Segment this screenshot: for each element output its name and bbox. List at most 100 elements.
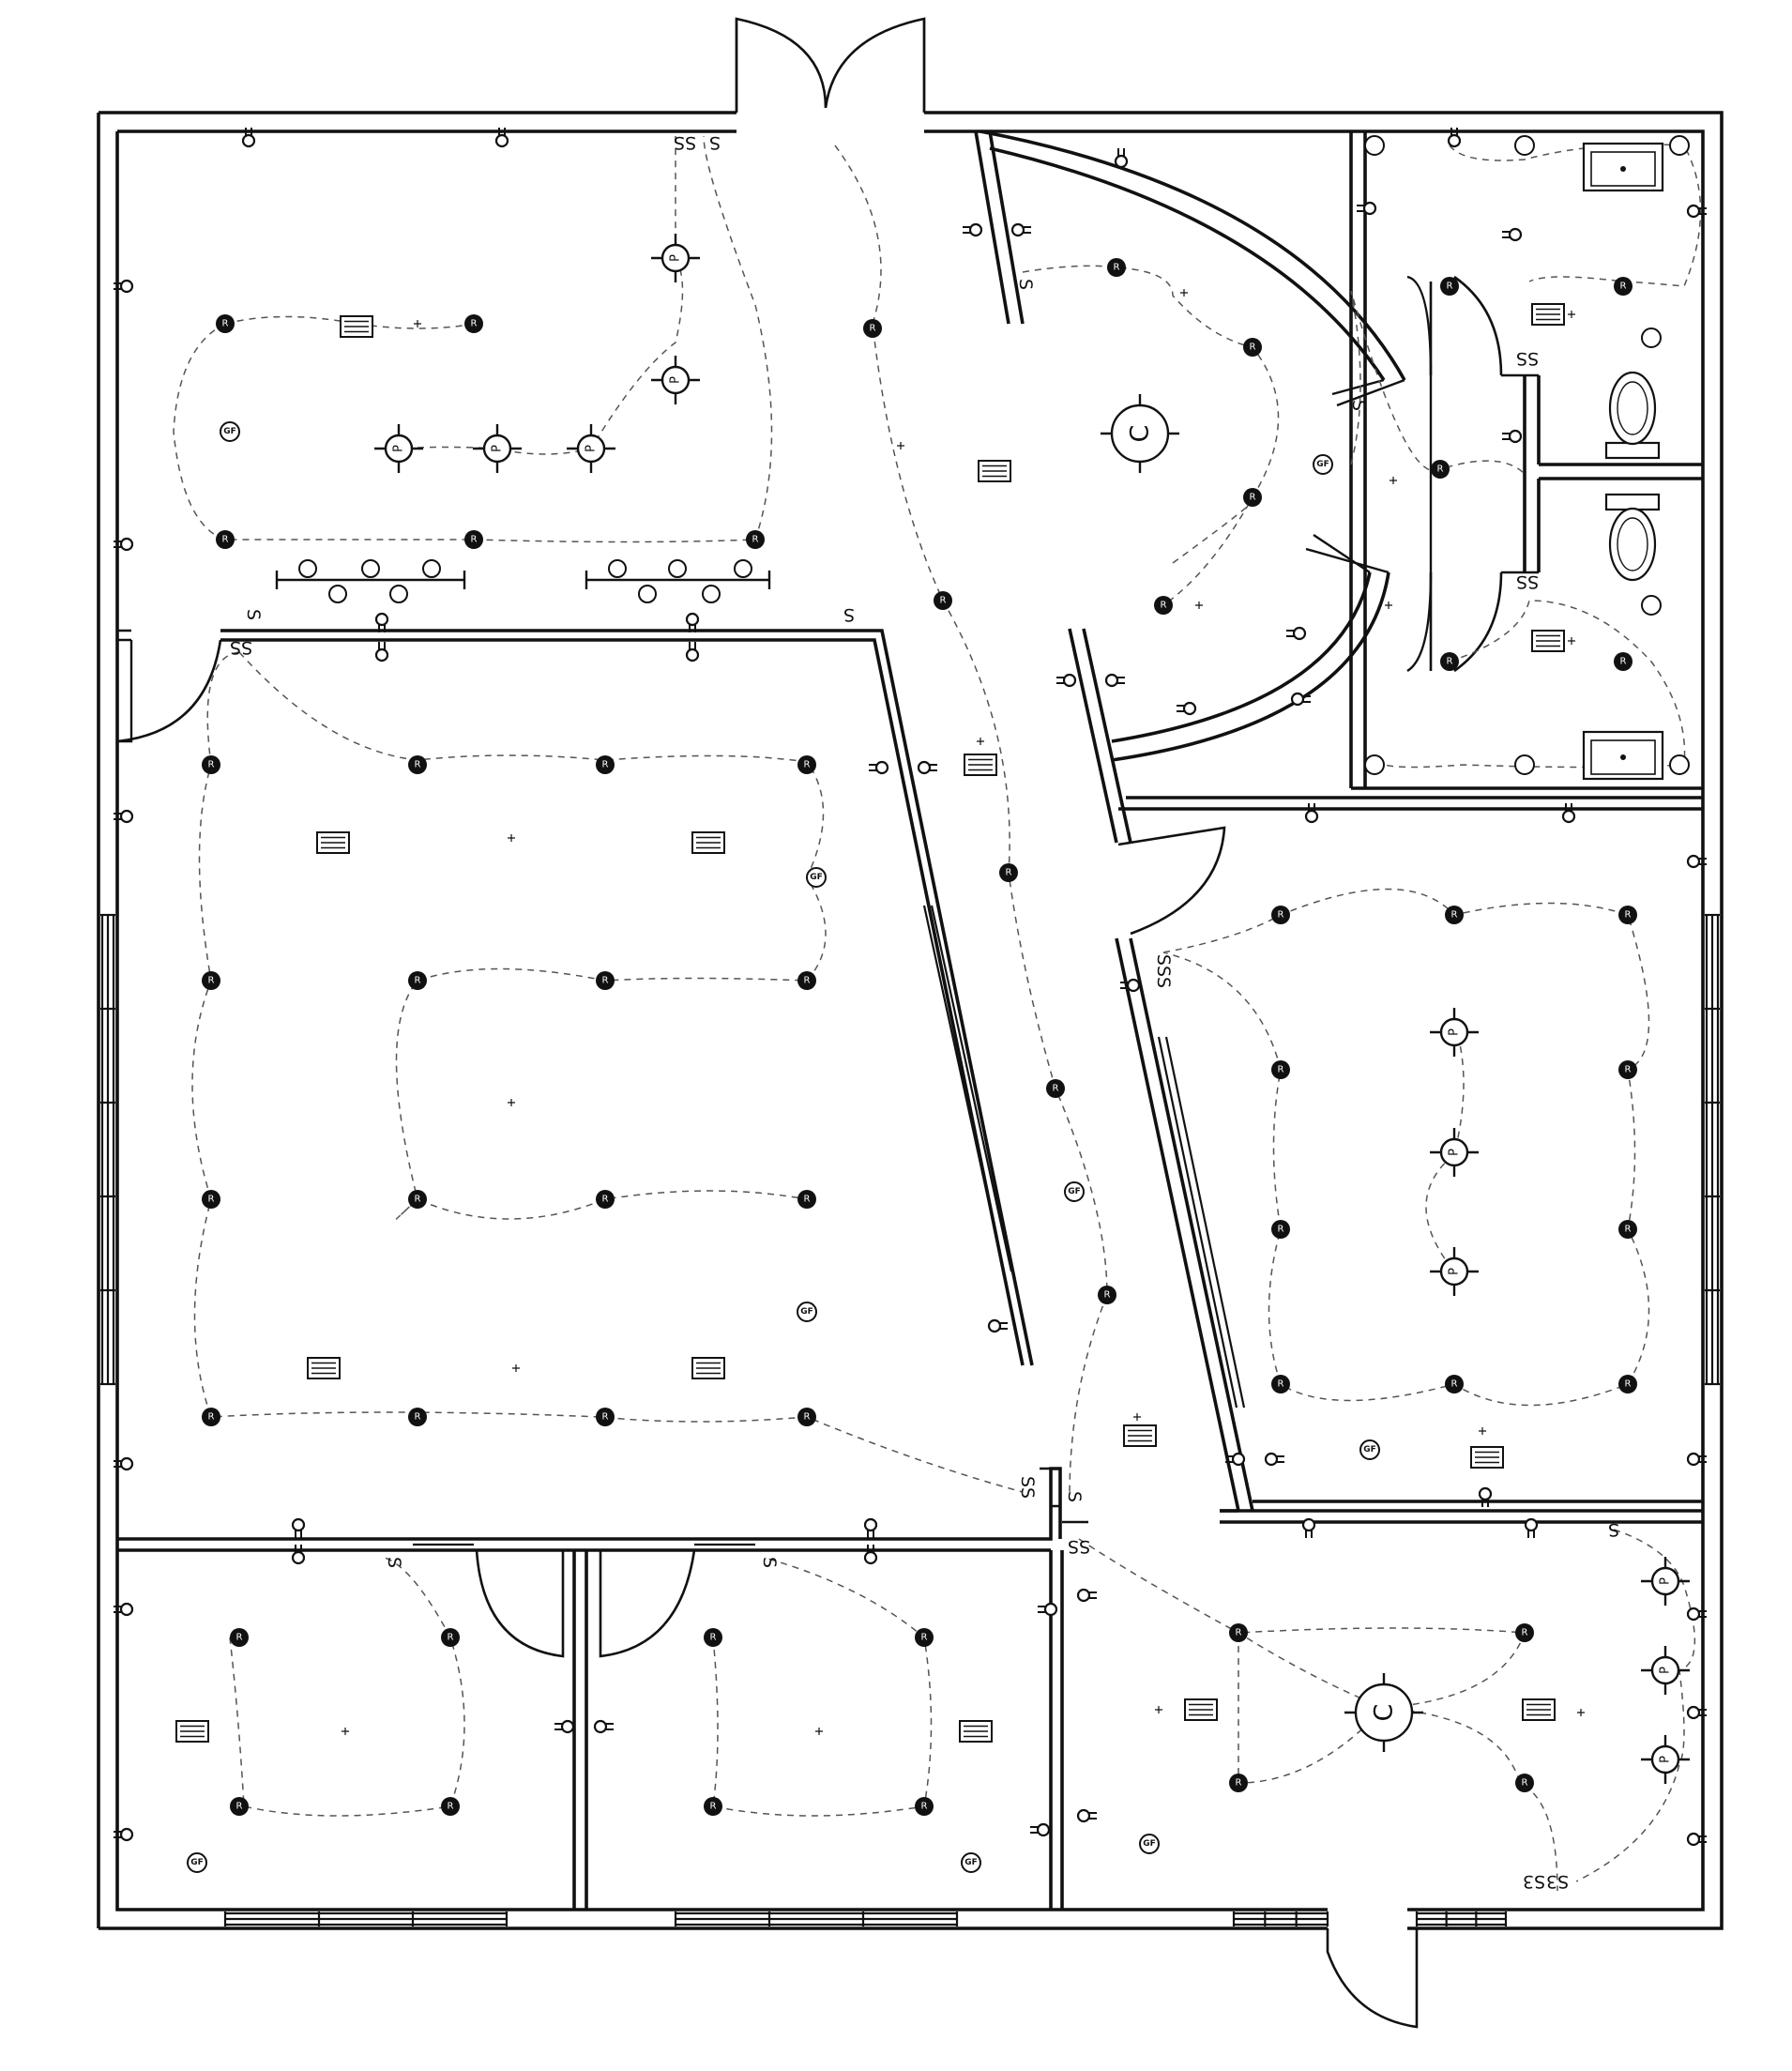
recessed-light-icon: R [1618, 1060, 1637, 1079]
receptacle-icon [1056, 673, 1077, 688]
receptacle-icon [114, 279, 134, 294]
svg-text:R: R [804, 1412, 811, 1423]
front-double-door [735, 17, 926, 113]
svg-text:R: R [710, 1802, 717, 1812]
recessed-light-icon: R [408, 755, 427, 774]
svg-text:R: R [448, 1802, 454, 1812]
receptacle-icon [1290, 692, 1311, 707]
svg-text:R: R [1114, 263, 1120, 273]
smoke-detector-icon [1568, 637, 1575, 645]
window-rear-right [1417, 1911, 1506, 1926]
svg-text:R: R [602, 976, 609, 986]
receptacle-icon [685, 642, 700, 662]
toilet-icon [1604, 371, 1661, 460]
gfi-outlet-icon: GF [797, 1302, 817, 1322]
recessed-light-icon: R [1098, 1286, 1116, 1304]
rotunda-stub2 [1305, 534, 1390, 574]
receptacle-icon [114, 537, 134, 552]
switch-symbol: SS [1017, 1476, 1038, 1499]
svg-text:R: R [236, 1633, 243, 1643]
recessed-light-icon: R [797, 1408, 816, 1426]
svg-text:R: R [1053, 1084, 1059, 1094]
svg-text:R: R [1161, 601, 1167, 611]
receptacle-icon [1104, 673, 1125, 688]
fluorescent-fixture-icon [691, 1357, 725, 1379]
recessed-light-icon: R [1431, 460, 1450, 479]
receptacle-icon [1076, 1808, 1097, 1823]
switch-symbol: SS [1516, 348, 1539, 369]
fluorescent-fixture-icon [691, 831, 725, 854]
window-rear-left [1234, 1911, 1328, 1926]
svg-text:R: R [1522, 1628, 1528, 1638]
circuit-run [393, 136, 684, 455]
svg-text:R: R [870, 324, 876, 334]
right-room-door [1117, 826, 1226, 936]
svg-text:P: P [1448, 1028, 1462, 1036]
svg-text:P: P [1659, 1667, 1673, 1674]
recessed-light-icon: R [1271, 1060, 1290, 1079]
receptacle-icon [1264, 1452, 1284, 1467]
smoke-detector-icon [977, 738, 984, 745]
circuit-run [1575, 1529, 1696, 1882]
rotunda-arc-outer [989, 146, 1386, 381]
gfi-outlet-icon: GF [1359, 1439, 1380, 1460]
receptacle-icon [114, 1602, 134, 1617]
gfi-outlet-icon: GF [806, 867, 827, 888]
svg-text:C: C [1370, 1704, 1399, 1722]
pendant-light-icon: P [1641, 1646, 1690, 1695]
recessed-light-icon: R [915, 1797, 934, 1816]
ceiling-fixture-icon: C [1101, 394, 1179, 473]
window-west [100, 915, 115, 1384]
fluorescent-fixture-icon [1123, 1424, 1157, 1447]
svg-text:R: R [1625, 1379, 1632, 1390]
track-light-icon [275, 559, 466, 603]
svg-text:R: R [1620, 657, 1627, 667]
smoke-detector-icon [414, 320, 421, 327]
receptacle-icon [114, 1456, 134, 1471]
svg-text:C: C [1126, 425, 1155, 443]
switch-symbol: S [759, 1557, 780, 1568]
recessed-light-icon: R [202, 1190, 220, 1209]
receptacle-icon [241, 128, 256, 148]
smoke-detector-icon [342, 1728, 349, 1735]
recessed-light-icon: R [1046, 1079, 1065, 1098]
svg-text:R: R [222, 319, 229, 329]
svg-text:GF: GF [800, 1307, 813, 1317]
receptacle-icon [1114, 148, 1129, 169]
switch-symbol: S3 [1546, 1871, 1569, 1892]
fluorescent-fixture-icon [175, 1720, 209, 1743]
svg-text:R: R [1278, 1379, 1284, 1390]
svg-text:R: R [1250, 343, 1256, 353]
bottom-right-room-top-wall [1220, 1509, 1703, 1524]
receptacle-icon [1304, 803, 1319, 824]
receptacle-icon [987, 1318, 1008, 1333]
fluorescent-fixture-icon [959, 1720, 993, 1743]
fluorescent-fixture-icon [964, 754, 997, 776]
pendant-light-icon: P [1641, 1557, 1690, 1606]
front-door-leaves [735, 19, 926, 113]
recessed-light-icon: R [1271, 1375, 1290, 1393]
recessed-light-icon: R [1440, 277, 1459, 296]
circuit-run [191, 651, 1024, 1493]
recessed-light-icon: R [1440, 652, 1459, 671]
recessed-light-icon: R [1243, 488, 1262, 507]
recessed-light-icon: R [746, 530, 765, 549]
gfi-outlet-icon: GF [220, 421, 240, 442]
exterior-wall-outer [99, 111, 1724, 1930]
receptacle-icon [1686, 1452, 1707, 1467]
receptacle-icon [1301, 1517, 1316, 1538]
svg-text:R: R [804, 760, 811, 770]
switch-symbol: S [1015, 279, 1036, 290]
recessed-light-icon: R [1618, 1375, 1637, 1393]
rear-exit-door [1326, 1926, 1419, 2029]
gfi-outlet-icon: GF [187, 1852, 207, 1873]
recessed-light-icon: R [1243, 338, 1262, 357]
svg-text:R: R [921, 1633, 928, 1643]
recessed-light-icon: R [202, 971, 220, 990]
pendant-light-icon: P [651, 356, 700, 404]
receptacle-icon [1502, 227, 1523, 242]
sink-icon [1582, 142, 1664, 192]
receptacle-icon [869, 760, 889, 775]
recessed-light-icon: R [1229, 1774, 1248, 1792]
recessed-light-icon: R [230, 1797, 249, 1816]
